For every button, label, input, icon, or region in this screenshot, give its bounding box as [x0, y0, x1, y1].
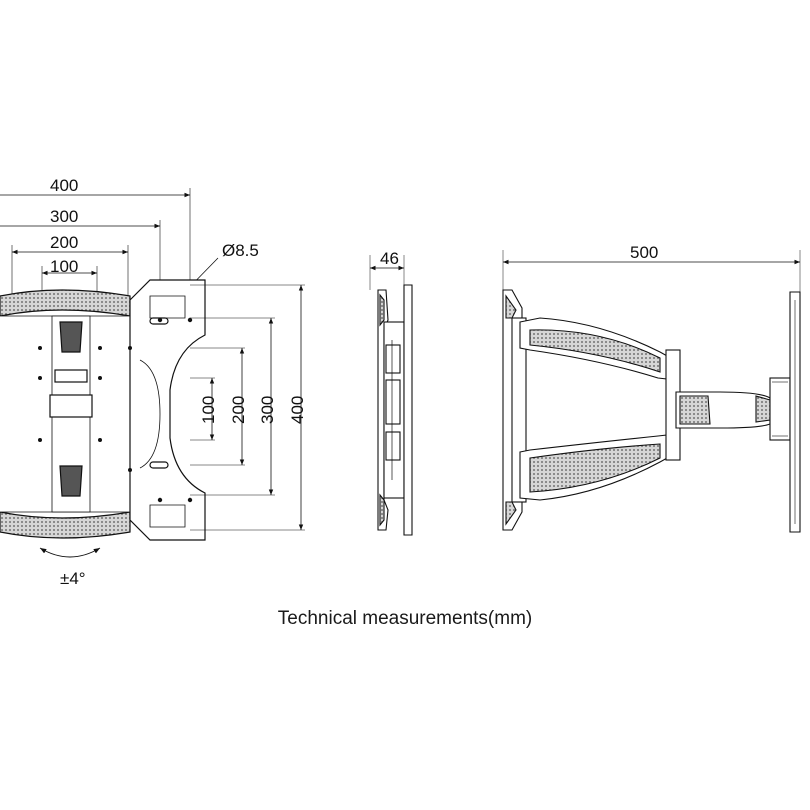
- height-extension-lines: [190, 284, 305, 531]
- wall-plate: [0, 279, 206, 541]
- height-dimension-lines: [209, 285, 304, 530]
- width-dimension-lines: [0, 188, 191, 300]
- height-dim-400: 400: [288, 396, 307, 424]
- extension-label: 500: [630, 243, 658, 262]
- front-view: [0, 188, 305, 558]
- width-dim-300: 300: [50, 207, 78, 226]
- side-view: [369, 255, 413, 536]
- width-dim-400: 400: [50, 176, 78, 195]
- height-dim-100: 100: [199, 396, 218, 424]
- mount-holes: [38, 317, 193, 503]
- hole-diameter-label: Ø8.5: [222, 241, 259, 260]
- tilt-label: ±4°: [60, 569, 86, 588]
- tilt-arc: [39, 547, 101, 558]
- depth-label: 46: [380, 249, 399, 268]
- extended-view: [502, 250, 801, 533]
- width-dim-200: 200: [50, 233, 78, 252]
- height-dim-300: 300: [258, 396, 277, 424]
- caption: Technical measurements(mm): [277, 608, 533, 629]
- height-dim-200: 200: [229, 396, 248, 424]
- width-dim-100: 100: [50, 257, 78, 276]
